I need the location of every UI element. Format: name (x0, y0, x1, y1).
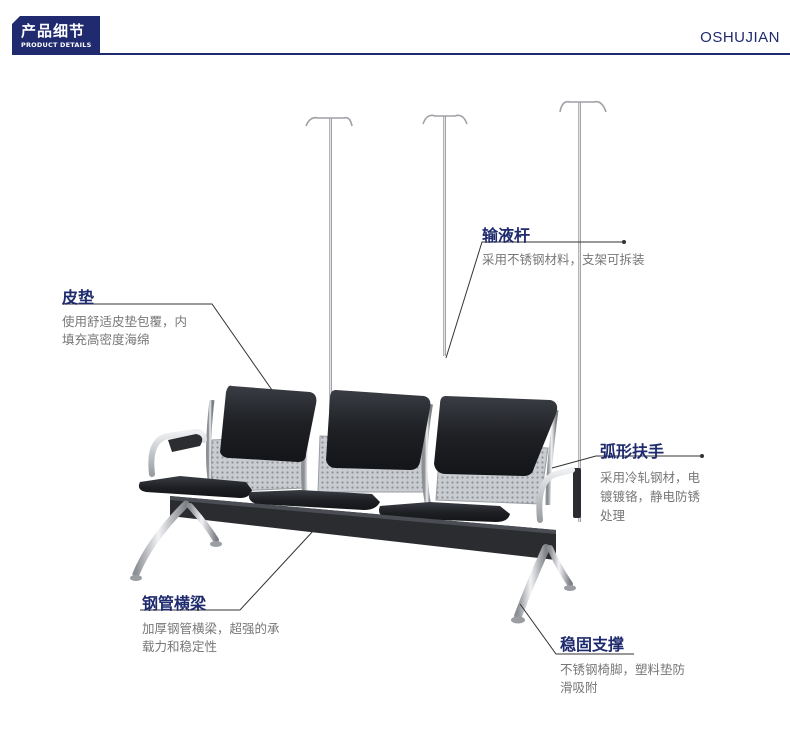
feet-desc-line1: 不锈钢椅脚，塑料垫防 (560, 662, 686, 677)
back-cushions (220, 385, 558, 476)
armrest-desc-line3: 处理 (600, 508, 626, 523)
page-header: 产品细节 PRODUCT DETAILS OSHUJIAN (0, 0, 790, 56)
seat-cushions (138, 476, 510, 522)
cushion-title: 皮垫 (62, 288, 95, 307)
armrest-desc-line2: 镀镀铬，静电防锈 (600, 489, 701, 504)
section-title: 产品细节 (21, 22, 86, 40)
steel-beam (170, 496, 556, 560)
cushion-desc-line2: 填充高密度海绵 (62, 332, 150, 347)
armrest-desc-line1: 采用冷轧钢材，电 (600, 470, 701, 485)
section-badge: 产品细节 PRODUCT DETAILS (12, 16, 100, 54)
armrest-title: 弧形扶手 (600, 442, 665, 461)
iv-poles (305, 100, 607, 522)
leader-lines (62, 240, 704, 655)
section-subtitle: PRODUCT DETAILS (21, 41, 92, 49)
beam-title: 钢管横梁 (142, 594, 207, 613)
legs (130, 500, 576, 624)
iv-pole-title: 输液杆 (482, 226, 531, 245)
cushion-desc-line1: 使用舒适皮垫包覆，内 (62, 314, 188, 329)
armrests (148, 428, 575, 523)
beam-desc-line1: 加厚钢管横梁，超强的承 (142, 621, 280, 636)
feet-title: 稳固支撑 (560, 635, 625, 654)
feet-desc-line2: 滑吸附 (560, 680, 598, 695)
iv-pole-desc: 采用不锈钢材料，支架可拆装 (482, 252, 645, 267)
header-divider (12, 53, 790, 55)
brand-name: OSHUJIAN (700, 29, 780, 46)
beam-desc-line2: 载力和稳定性 (142, 639, 218, 654)
